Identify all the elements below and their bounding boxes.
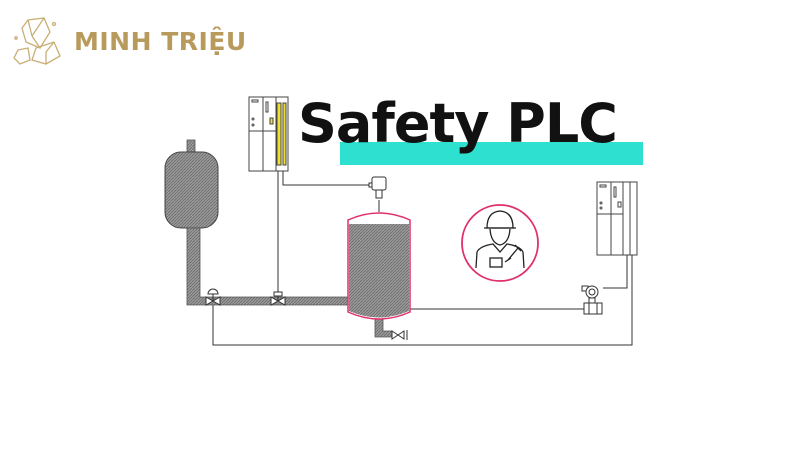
page-title: Safety PLC — [298, 92, 618, 155]
level-sensor-icon — [368, 176, 387, 199]
worker-with-wrench-icon — [461, 204, 539, 282]
plc-controller-icon — [596, 181, 638, 256]
title-block: Safety PLC — [298, 92, 643, 165]
valve-icon — [270, 291, 286, 306]
crystal-logo-icon — [13, 17, 61, 65]
title-highlight — [340, 142, 643, 165]
signal-lines — [212, 171, 633, 346]
brand-name: MINH TRIỆU — [74, 26, 247, 56]
pressure-transmitter-icon — [581, 285, 603, 315]
accumulator-vessel-icon — [164, 139, 349, 306]
plc-controller-icon — [248, 96, 289, 172]
brand-logo: MINH TRIỆU — [10, 14, 247, 68]
tank-icon — [347, 212, 411, 340]
valve-icon — [205, 288, 221, 306]
